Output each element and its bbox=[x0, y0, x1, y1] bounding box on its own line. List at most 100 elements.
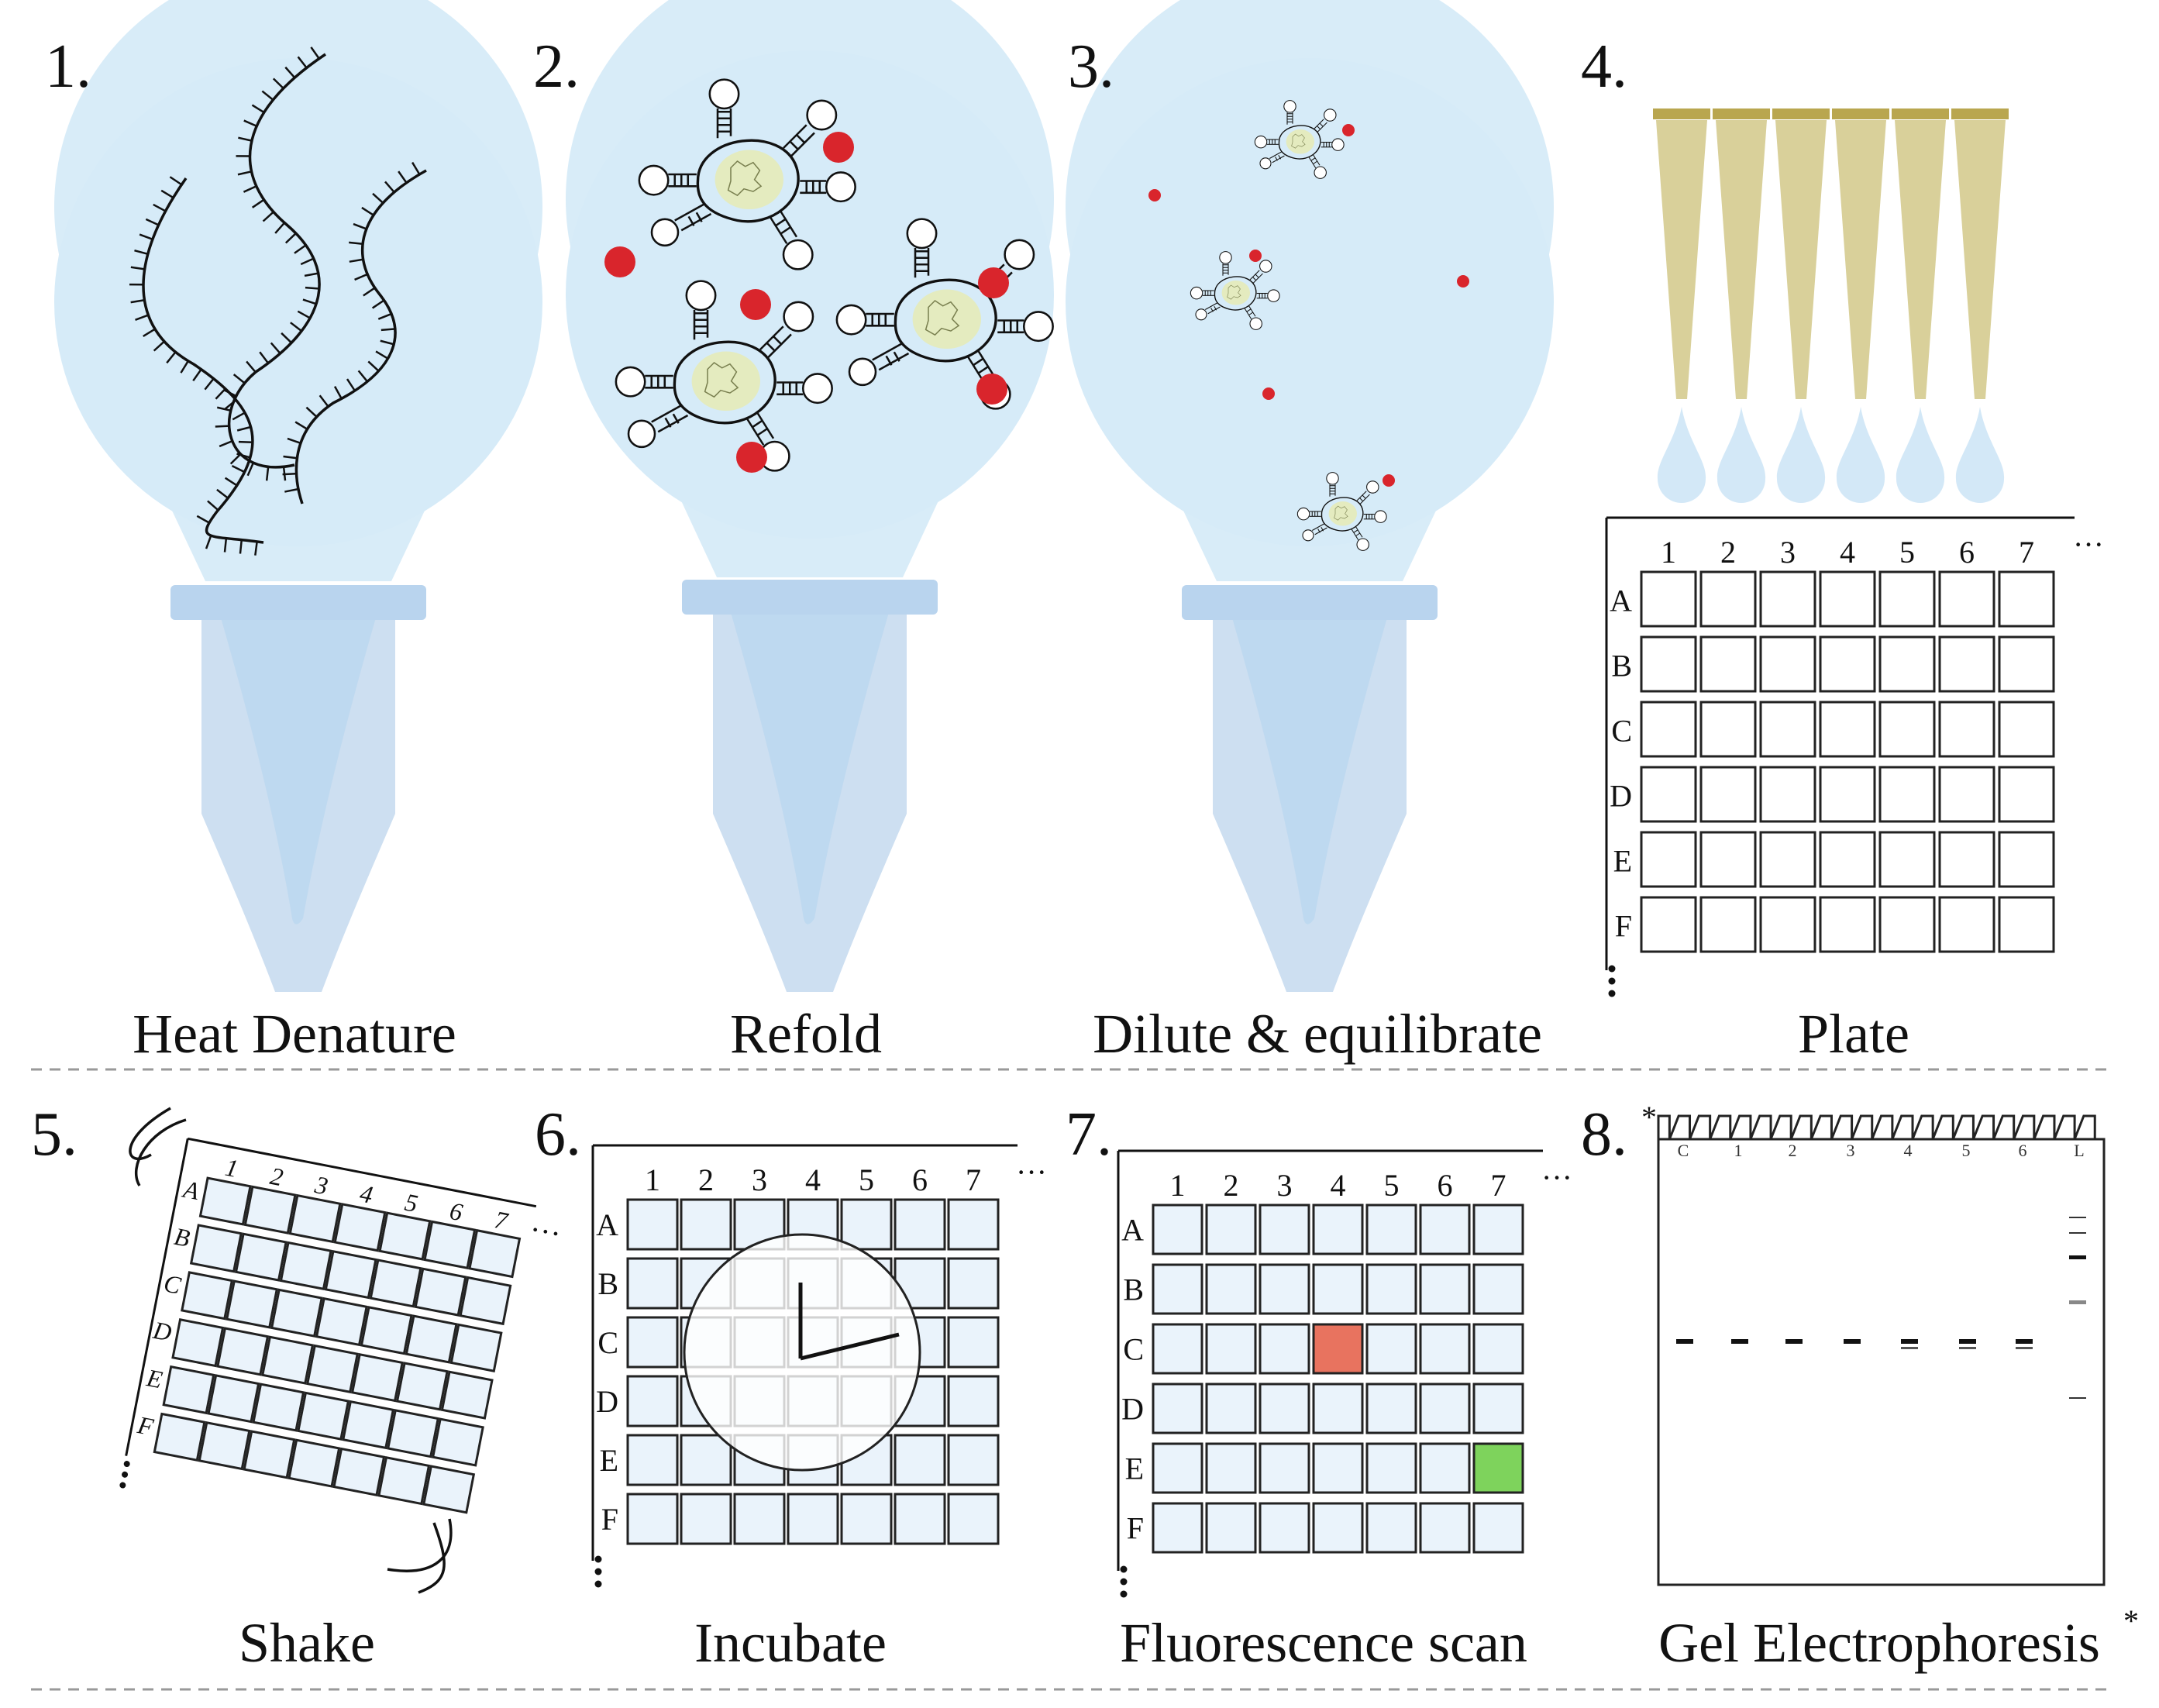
gel-band bbox=[1731, 1339, 1748, 1344]
plate-well bbox=[243, 1430, 296, 1479]
plate-well bbox=[1699, 701, 1757, 758]
plate-row-label: A bbox=[1610, 583, 1632, 618]
plate-well bbox=[1998, 831, 2055, 888]
plate-more-columns: ··· bbox=[1541, 1160, 1572, 1195]
caption-refold: Refold bbox=[730, 1003, 882, 1065]
plate-well bbox=[1759, 896, 1816, 953]
plate-well bbox=[947, 1434, 1000, 1486]
plate-well bbox=[626, 1375, 679, 1427]
plate-well bbox=[1998, 635, 2055, 693]
plate-well bbox=[1205, 1204, 1257, 1255]
plate-well bbox=[431, 1417, 484, 1467]
plate-column-label: 2 bbox=[268, 1162, 286, 1191]
plate-more-rows bbox=[1608, 990, 1616, 997]
plate-well bbox=[787, 1493, 839, 1545]
plate-more-rows bbox=[1608, 977, 1616, 985]
plate-row-label: C bbox=[1611, 713, 1632, 748]
plate-well bbox=[1640, 570, 1697, 628]
plate-well bbox=[1938, 831, 1995, 888]
plate-row-label: B bbox=[172, 1222, 192, 1252]
plate-row-label: C bbox=[161, 1269, 183, 1300]
plate-well bbox=[1640, 701, 1697, 758]
plate-well bbox=[1640, 896, 1697, 953]
plate-well bbox=[840, 1198, 893, 1251]
droplet bbox=[1836, 407, 1885, 503]
plate-row-label: F bbox=[135, 1410, 156, 1441]
plate-well bbox=[1998, 570, 2055, 628]
caption-incubate: Incubate bbox=[694, 1612, 887, 1674]
tube-2 bbox=[566, 0, 1054, 992]
plate-well bbox=[225, 1279, 279, 1329]
plate-column-label: 7 bbox=[966, 1162, 981, 1197]
plate-well bbox=[1759, 635, 1816, 693]
plate-column-label: 7 bbox=[2019, 535, 2034, 570]
gel-ladder-band bbox=[2069, 1232, 2086, 1234]
plate-well bbox=[1878, 635, 1936, 693]
plate-well bbox=[1472, 1383, 1524, 1434]
plate-well bbox=[332, 1447, 386, 1497]
plate-well bbox=[1640, 766, 1697, 823]
plate-well bbox=[1819, 635, 1876, 693]
tip-band bbox=[1892, 108, 1949, 119]
plate-well bbox=[181, 1271, 234, 1321]
caption-gel-electrophoresis: Gel Electrophoresis bbox=[1658, 1612, 2100, 1674]
gel-lane-label: C bbox=[1678, 1141, 1689, 1160]
plate-well bbox=[626, 1316, 679, 1369]
plate-well bbox=[1759, 766, 1816, 823]
plate-well bbox=[1878, 831, 1936, 888]
gel-lane-label: 3 bbox=[1847, 1141, 1855, 1160]
plate-more-rows bbox=[594, 1580, 602, 1588]
gel-band bbox=[1901, 1347, 1918, 1349]
plate-well bbox=[1259, 1383, 1310, 1434]
plate-well bbox=[261, 1335, 315, 1385]
plate-well bbox=[288, 1193, 342, 1244]
plate-well bbox=[1259, 1323, 1310, 1375]
step-number-7: 7. bbox=[1066, 1100, 1112, 1169]
plate-well bbox=[468, 1228, 522, 1279]
plate-more-rows bbox=[1120, 1578, 1128, 1586]
plate-well bbox=[198, 1176, 252, 1226]
gel-band bbox=[1959, 1347, 1976, 1349]
plate-column-label: 4 bbox=[1331, 1168, 1346, 1203]
plate-well bbox=[1419, 1204, 1471, 1255]
plate-well bbox=[1878, 570, 1936, 628]
plate-well bbox=[297, 1391, 350, 1441]
plate-well bbox=[162, 1365, 215, 1415]
plate-well bbox=[1259, 1442, 1310, 1494]
plate-row-label: D bbox=[596, 1384, 618, 1419]
pipette-tip bbox=[1954, 120, 2006, 399]
gel-lane-label: 2 bbox=[1789, 1141, 1797, 1160]
caption-plate: Plate bbox=[1798, 1003, 1909, 1065]
pipette-tip bbox=[1716, 120, 1767, 399]
plate-well bbox=[840, 1493, 893, 1545]
plate-well bbox=[1998, 766, 2055, 823]
plate-column-label: 1 bbox=[645, 1162, 660, 1197]
plate-well bbox=[1259, 1263, 1310, 1315]
shake-motion-arcs bbox=[129, 1107, 453, 1594]
pipette-tips bbox=[1653, 108, 2009, 503]
caption-heat-denature: Heat Denature bbox=[133, 1003, 456, 1065]
plate-well bbox=[894, 1434, 946, 1486]
clock-icon bbox=[683, 1233, 921, 1472]
step-number-5: 5. bbox=[31, 1100, 77, 1169]
plate-column-label: 3 bbox=[312, 1170, 331, 1200]
plate-well bbox=[733, 1493, 786, 1545]
plate-well bbox=[1819, 570, 1876, 628]
plate-more-rows bbox=[1120, 1565, 1128, 1573]
plate-column-label: 5 bbox=[1384, 1168, 1400, 1203]
plate-well bbox=[324, 1250, 377, 1300]
plate-well bbox=[423, 1220, 477, 1269]
tip-band bbox=[1832, 108, 1889, 119]
plate-row-label: C bbox=[1123, 1331, 1144, 1366]
plate-well bbox=[1640, 831, 1697, 888]
plate-column-label: 5 bbox=[859, 1162, 874, 1197]
plate-well bbox=[1205, 1502, 1257, 1554]
plate-well bbox=[279, 1241, 332, 1291]
plate-well bbox=[1699, 766, 1757, 823]
plate-column-label: 2 bbox=[1224, 1168, 1239, 1203]
plate-well bbox=[422, 1465, 476, 1514]
plate-row-label: F bbox=[1127, 1510, 1144, 1545]
plate-well bbox=[1312, 1323, 1364, 1375]
